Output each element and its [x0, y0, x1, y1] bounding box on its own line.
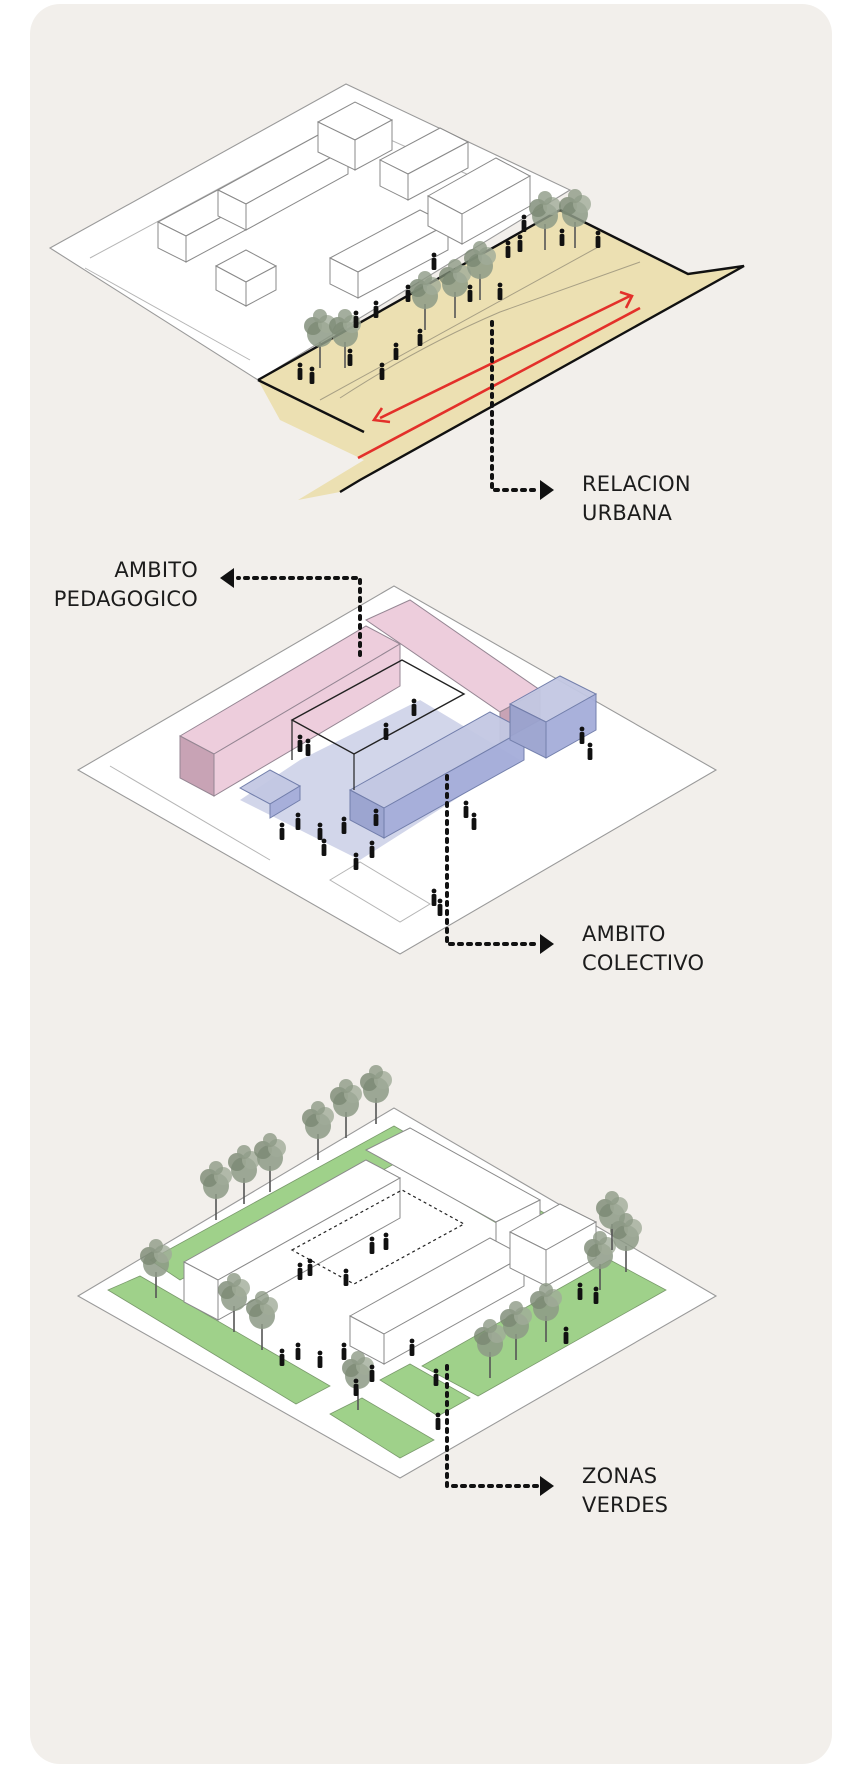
urban-plaza: [258, 210, 744, 500]
label-pedagogico-line1: AMBITO: [114, 558, 198, 582]
label-colectivo-line1: AMBITO: [582, 922, 666, 946]
collective-volumes: [238, 675, 598, 839]
label-verdes-line1: ZONAS: [582, 1464, 658, 1488]
pedagogic-volumes: [178, 599, 541, 797]
label-zonas-verdes: ZONAS VERDES: [582, 1462, 668, 1520]
isometric-diagram: [48, 83, 745, 1496]
arrowhead-relacion: [540, 480, 554, 500]
label-relacion-urbana: RELACION URBANA: [582, 470, 691, 528]
leader-line-pedagogico: [236, 576, 362, 657]
label-ambito-colectivo: AMBITO COLECTIVO: [582, 920, 704, 978]
arrowhead-colectivo: [540, 934, 554, 954]
label-relacion-line2: URBANA: [582, 501, 673, 525]
label-pedagogico-line2: PEDAGOGICO: [53, 587, 198, 611]
label-colectivo-line2: COLECTIVO: [582, 951, 705, 975]
label-relacion-line1: RELACION: [582, 472, 691, 496]
label-verdes-line2: VERDES: [582, 1493, 669, 1517]
label-ambito-pedagogico: AMBITO PEDAGOGICO: [40, 556, 198, 614]
leader-line-verdes: [445, 1364, 542, 1488]
arrowhead-pedagogico: [220, 568, 234, 588]
block-ambitos: [76, 568, 718, 955]
arrowhead-verdes: [540, 1476, 554, 1496]
leader-line-colectivo: [445, 774, 542, 946]
block-zonas-verdes: [76, 1064, 718, 1496]
leader-line-relacion: [490, 320, 542, 492]
diagram-panel: [30, 4, 832, 1764]
block-relacion-urbana: [48, 83, 745, 500]
